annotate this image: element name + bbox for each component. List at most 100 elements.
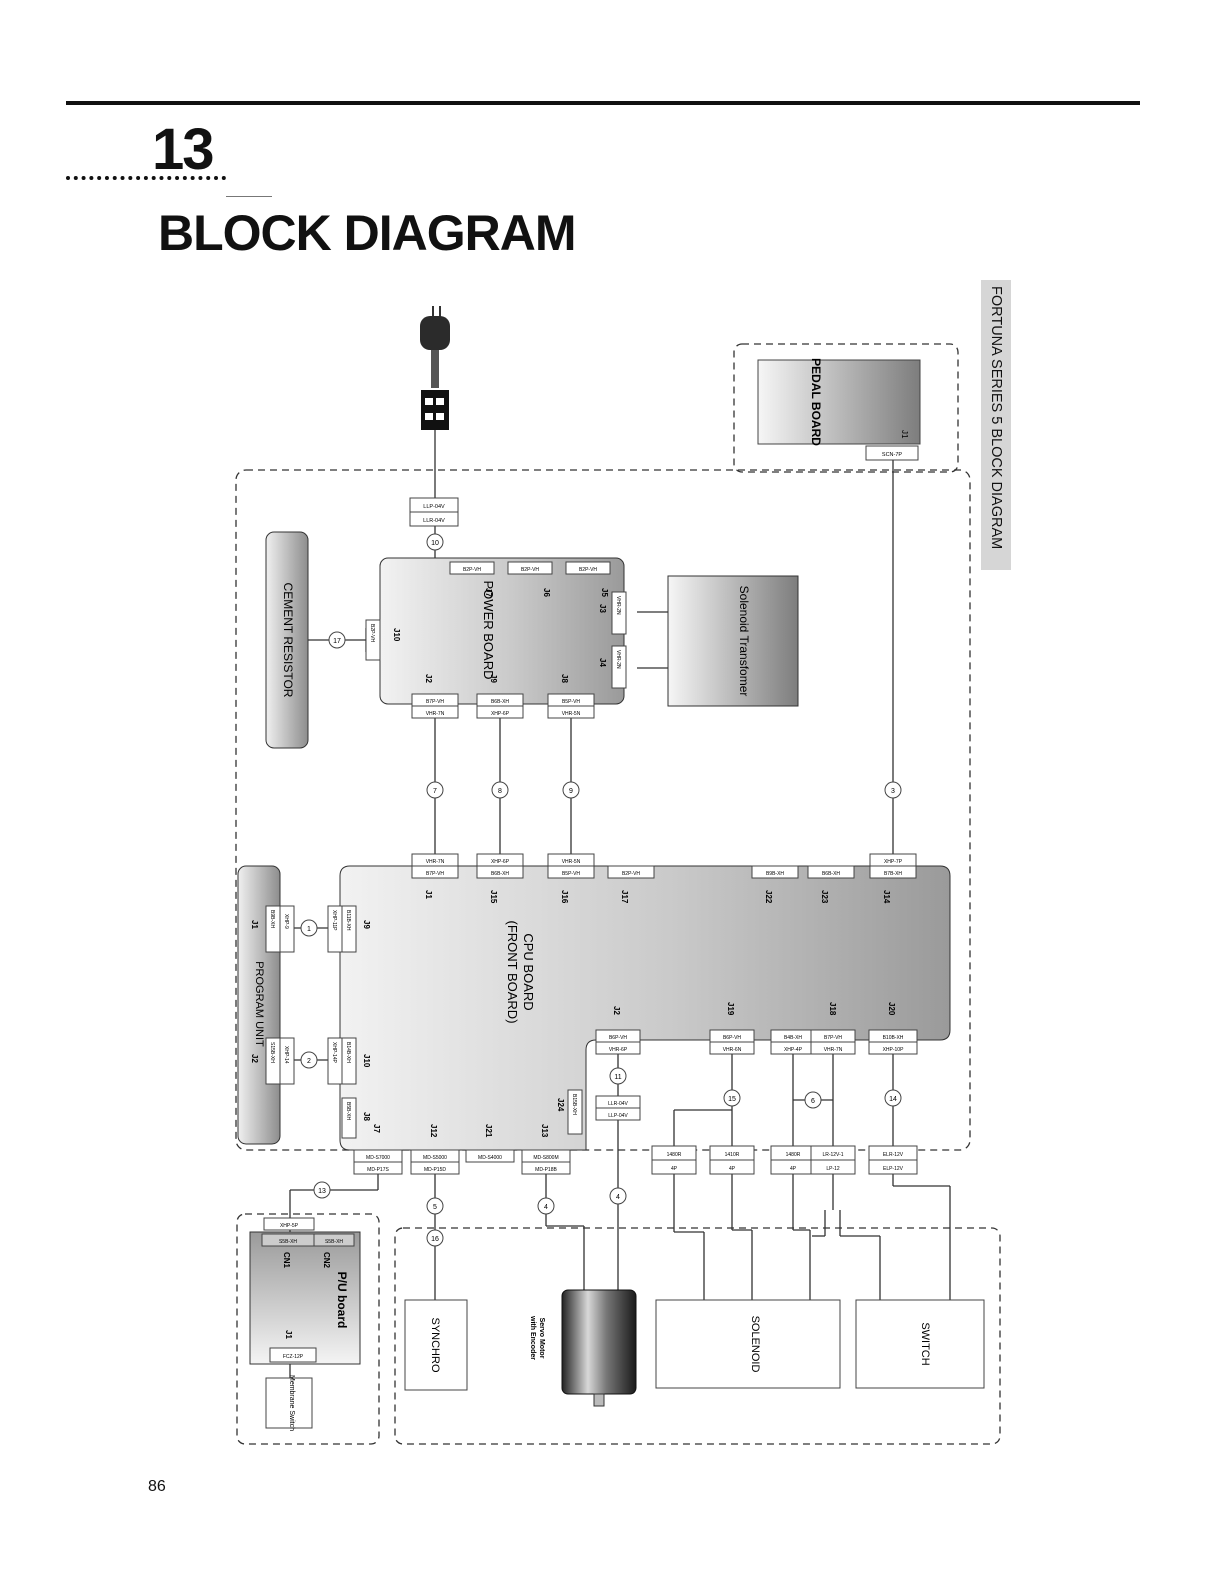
cpu-board-label-1: CPU BOARD (521, 933, 536, 1010)
inlet-conn-2: LLR-04V (423, 518, 445, 524)
cpu-j8-conn: B5B-XH (345, 1102, 351, 1120)
pu-cn1: CN1 (282, 1252, 291, 1269)
pedal-group-outline (733, 343, 959, 473)
cpu-j15-out: XHP-6P (491, 859, 510, 865)
cpu-j18a-conn: B4B-XH (784, 1035, 802, 1041)
main-unit-outline (235, 469, 971, 1151)
j2-llr-conn: LLR-04V (608, 1101, 628, 1107)
out-3-pins: 4P (790, 1166, 797, 1172)
pu-cn2: CN2 (322, 1252, 331, 1269)
cable-13: 13 (318, 1188, 326, 1195)
cpu-j24-conn: B15B-XH (571, 1094, 577, 1115)
dotted-rule (66, 176, 226, 180)
output-connectors: 1480R 4P 1410R 4P 1480R 4P LR-12V-1 LP-1… (651, 1145, 918, 1175)
cpu-j9-out: XHP-11P (331, 910, 337, 931)
inlet-conn-1: LLP-04V (423, 504, 445, 510)
cpu-j12-conn: MD-S5000 (423, 1155, 447, 1161)
pb-j4-conn: VHR-2N (615, 650, 621, 669)
cable-17: 17 (333, 638, 341, 645)
servo-motor: Servo Motor with Encoder (529, 1289, 637, 1407)
pb-j2-out: VHR-7N (426, 711, 445, 717)
pu-cn2-conn: S5B-XH (325, 1239, 343, 1245)
pgm-j1-conn: B9B-XH (269, 910, 275, 928)
cpu-j12: J12 (429, 1124, 438, 1138)
pb-j9: J9 (489, 674, 498, 683)
page-title: BLOCK DIAGRAM (158, 205, 577, 261)
cable-4b: 4 (544, 1204, 548, 1211)
header-rule (66, 101, 1140, 105)
cpu-j14-out: XHP-7P (884, 859, 903, 865)
cpu-j10: J10 (362, 1054, 371, 1068)
cable-1: 1 (307, 926, 311, 933)
cpu-j8: J8 (362, 1112, 371, 1121)
out-3-conn: 1480R (786, 1152, 801, 1158)
cpu-j7-conn: MD-S7000 (366, 1155, 390, 1161)
synchro-label: SYNCHRO (429, 1317, 441, 1372)
pb-top-conn-3: B2P-VH (579, 567, 597, 573)
pgm-j2-conn: S15B-XH (269, 1042, 275, 1063)
pb-j9-out: XHP-6P (491, 711, 510, 717)
pb-j10: J10 (392, 628, 401, 642)
chapter-number: 13 (152, 117, 214, 182)
pgm-j1-out: XHP-9 (283, 914, 289, 929)
cpu-j1-out: VHR-7N (426, 859, 445, 865)
pu-j1: J1 (284, 1330, 293, 1339)
cable-6: 6 (811, 1098, 815, 1105)
page-number: 86 (148, 1478, 166, 1495)
solenoid-transformer: Solenoid Transfomer (667, 575, 799, 707)
cable-9: 9 (569, 788, 573, 795)
pb-j8: J8 (560, 674, 569, 683)
group-outlines (235, 343, 1001, 1445)
cpu-j18: J18 (828, 1002, 837, 1016)
power-board-label: POWER BOARD (481, 581, 496, 680)
cement-resistor-label: CEMENT RESISTOR (281, 583, 295, 698)
cpu-j23: J23 (820, 890, 829, 904)
cable-14: 14 (889, 1096, 897, 1103)
cable-15: 15 (728, 1096, 736, 1103)
cable-5: 5 (433, 1204, 437, 1211)
cpu-j16-out: VHR-5N (562, 859, 581, 865)
out-4-pins: LP-12 (826, 1166, 840, 1172)
pb-top-conn-2: B2P-VH (521, 567, 539, 573)
pu-board: XHP-5P S5B-XH S5B-XH CN1 CN2 P/U board J… (249, 1217, 361, 1431)
cpu-j2: J2 (612, 1006, 621, 1015)
cpu-j23-conn: B6B-XH (822, 871, 840, 877)
out-1-conn: 1480R (667, 1152, 682, 1158)
cpu-j21: J21 (484, 1124, 493, 1138)
cpu-j17: J17 (620, 890, 629, 904)
out-5-conn: ELR-12V (883, 1152, 904, 1158)
pb-j7: J7 (484, 588, 493, 597)
pb-j3-conn: VHR-2N (615, 596, 621, 615)
servo-motor-label-2: with Encoder (529, 1315, 536, 1360)
cpu-j19: J19 (726, 1002, 735, 1016)
cpu-j18a-out: XHP-4P (784, 1047, 803, 1053)
cable-7: 7 (433, 788, 437, 795)
thin-rule (226, 196, 272, 197)
cpu-j15: J15 (489, 890, 498, 904)
pedal-board-label: PEDAL BOARD (809, 358, 823, 446)
pb-j8-out: VHR-5N (562, 711, 581, 717)
cpu-j16: J16 (560, 890, 569, 904)
cpu-j1: J1 (424, 890, 433, 899)
cpu-j7-out: MD-P17S (367, 1167, 389, 1173)
power-plug (420, 306, 450, 430)
pb-j5: J5 (600, 588, 609, 597)
cpu-board: CPU BOARD (FRONT BOARD) VHR-7N B7P-VH J1… (327, 853, 951, 1175)
pb-j4: J4 (598, 658, 607, 667)
cpu-j9: J9 (362, 920, 371, 929)
solenoid-transformer-label: Solenoid Transfomer (737, 586, 751, 697)
cpu-j22: J22 (764, 890, 773, 904)
pu-cn1-conn: S5B-XH (279, 1239, 297, 1245)
solenoid-label: SOLENOID (749, 1316, 761, 1373)
cpu-j18b-out: VHR-7N (824, 1047, 843, 1053)
motor-power-connectors: LLR-04V LLP-04V (595, 1095, 641, 1121)
out-2-pins: 4P (729, 1166, 736, 1172)
cpu-j16-conn: B5P-VH (562, 871, 580, 877)
cable-4a: 4 (616, 1194, 620, 1201)
pu-top-conn: XHP-5P (280, 1223, 299, 1229)
cpu-j9-conn: B11B-XH (345, 910, 351, 931)
cable-11: 11 (614, 1074, 621, 1081)
external-group-outline (394, 1227, 1001, 1445)
membrane-switch-label: Membrane Switch (288, 1375, 295, 1431)
